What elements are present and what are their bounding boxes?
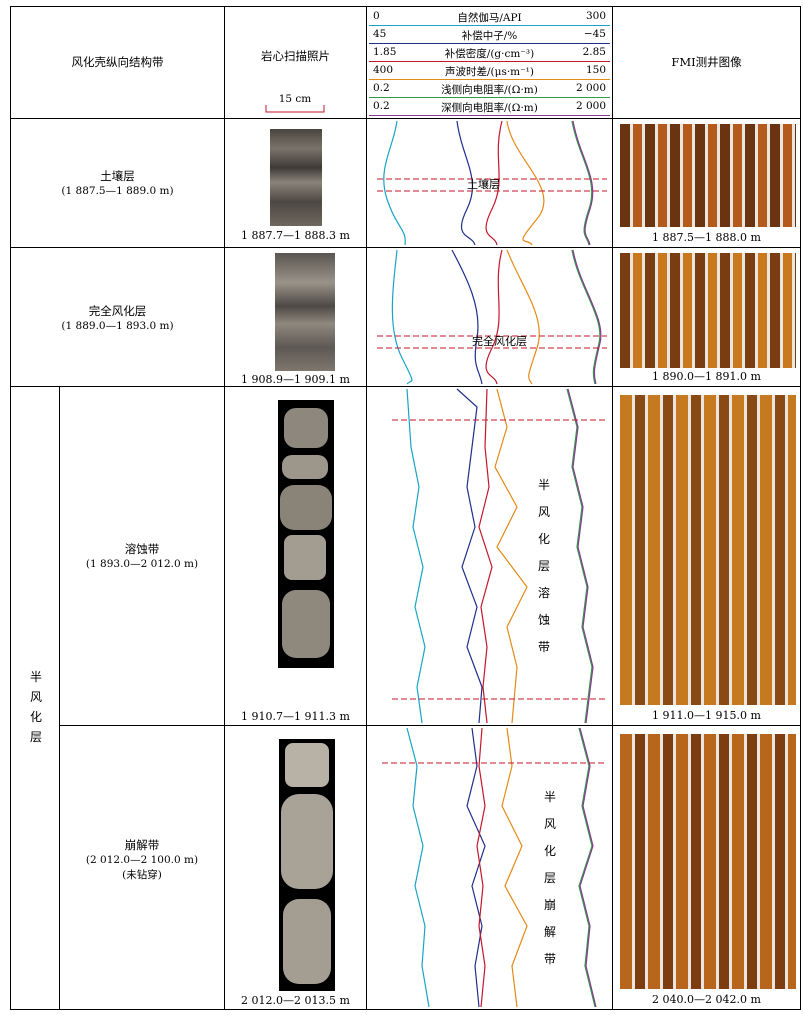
legend-max: 2 000 [575, 100, 606, 112]
legend-max: 150 [585, 64, 606, 76]
log-curves-cell: 土壤层 [366, 118, 613, 248]
legend-row: 0 自然伽马/API 300 [367, 10, 612, 26]
header-fmi: FMI测井图像 [612, 6, 801, 119]
zone-range: (1 893.0—2 012.0 m) [85, 558, 199, 570]
log-zone-label: 土壤层 [467, 178, 500, 191]
legend-min: 0.2 [373, 100, 390, 112]
legend-name: 自然伽马/API [457, 12, 522, 24]
fmi-image [620, 124, 796, 227]
legend-name: 深侧向电阻率/(Ω·m) [441, 102, 538, 114]
log-curves [382, 727, 607, 1008]
legend-name: 声波时差/(μs·m⁻¹) [445, 66, 534, 78]
legend-min: 0 [373, 10, 380, 22]
log-zone-label: 完全风化层 [472, 335, 527, 348]
fmi-cell: 1 911.0—1 915.0 m [612, 386, 801, 726]
core-photo-cell: 1 887.7—1 888.3 m [224, 118, 367, 248]
legend-row: 0.2 浅侧向电阻率/(Ω·m) 2 000 [367, 82, 612, 98]
log-curves-cell: 完全风化层 [366, 247, 613, 387]
zone-semi-weathered: 半风化层 [10, 386, 60, 1010]
legend-line [369, 97, 610, 98]
zone-soil: 土壤层 (1 887.5—1 889.0 m) [10, 118, 225, 248]
core-photo [275, 253, 335, 371]
fmi-image [620, 253, 796, 368]
semi-zone-label: 半风化层 [29, 670, 42, 744]
core-depth: 1 908.9—1 909.1 m [241, 373, 350, 386]
log-curves [377, 249, 607, 385]
fmi-image [620, 395, 796, 705]
zone-name: 土壤层 [100, 169, 135, 183]
header-structure-zone-label: 风化壳纵向结构带 [71, 55, 164, 69]
legend-row: 45 补偿中子/% −45 [367, 28, 612, 44]
legend-min: 400 [373, 64, 394, 76]
zone-note: (未钻穿) [122, 869, 162, 881]
log-curves [377, 120, 607, 246]
header-fmi-label: FMI测井图像 [671, 55, 742, 69]
core-depth: 2 012.0—2 013.5 m [241, 994, 350, 1007]
log-zone-label: 半风化层崩解带 [543, 790, 556, 966]
legend-name: 浅侧向电阻率/(Ω·m) [441, 84, 538, 96]
scale-bar-label: 15 cm [278, 93, 312, 105]
legend-min: 45 [373, 28, 387, 40]
core-depth: 1 910.7—1 911.3 m [241, 710, 350, 723]
log-curves-cell: 半风化层溶蚀带 [366, 386, 613, 726]
fmi-cell: 2 040.0—2 042.0 m [612, 725, 801, 1010]
fmi-depth: 1 887.5—1 888.0 m [652, 231, 761, 244]
legend-row: 1.85 补偿密度/(g·cm⁻³) 2.85 [367, 46, 612, 62]
legend-row: 0.2 深侧向电阻率/(Ω·m) 2 000 [367, 100, 612, 116]
header-core-photo-label: 岩心扫描照片 [261, 49, 330, 63]
fmi-image [620, 734, 796, 989]
legend-min: 0.2 [373, 82, 390, 94]
zone-name: 溶蚀带 [124, 542, 160, 556]
legend-max: 2.85 [582, 46, 606, 58]
core-log-table: 风化壳纵向结构带 岩心扫描照片 15 cm 0 自然伽马/API 300 45 补偿中子… [10, 6, 801, 1010]
zone-name: 崩解带 [124, 838, 160, 852]
legend-line [369, 43, 610, 44]
legend-line [369, 79, 610, 80]
log-curves-cell: 半风化层崩解带 [366, 725, 613, 1010]
log-curves [392, 388, 607, 724]
core-photo-cell: 1 908.9—1 909.1 m [224, 247, 367, 387]
log-zone-label: 半风化层溶蚀带 [537, 478, 550, 654]
zone-range: (1 889.0—1 893.0 m) [61, 320, 174, 332]
header-log-legend: 0 自然伽马/API 300 45 补偿中子/% −45 1.85 补偿密度/(g·cm⁻³)… [366, 6, 613, 119]
legend-name: 补偿中子/% [461, 30, 518, 42]
legend-max: −45 [583, 28, 606, 40]
fmi-cell: 1 887.5—1 888.0 m [612, 118, 801, 248]
scale-bar [265, 105, 325, 113]
fmi-depth: 1 911.0—1 915.0 m [652, 709, 761, 722]
zone-dissolution: 溶蚀带 (1 893.0—2 012.0 m) [59, 386, 225, 726]
header-core-photo: 岩心扫描照片 15 cm [224, 6, 367, 119]
legend-line [369, 115, 610, 116]
fmi-depth: 1 890.0—1 891.0 m [652, 370, 761, 383]
core-photo [279, 739, 335, 991]
legend-line [369, 25, 610, 26]
zone-range: (1 887.5—1 889.0 m) [61, 185, 174, 197]
core-photo [278, 400, 334, 668]
fmi-cell: 1 890.0—1 891.0 m [612, 247, 801, 387]
legend-min: 1.85 [373, 46, 397, 58]
zone-disintegration: 崩解带 (2 012.0—2 100.0 m) (未钻穿) [59, 725, 225, 1010]
legend-row: 400 声波时差/(μs·m⁻¹) 150 [367, 64, 612, 80]
zone-name: 完全风化层 [88, 304, 147, 318]
legend-name: 补偿密度/(g·cm⁻³) [444, 48, 535, 60]
fmi-depth: 2 040.0—2 042.0 m [652, 993, 761, 1006]
core-photo-cell: 2 012.0—2 013.5 m [224, 725, 367, 1010]
zone-fully-weathered: 完全风化层 (1 889.0—1 893.0 m) [10, 247, 225, 387]
core-photo [270, 129, 322, 226]
core-photo-cell: 1 910.7—1 911.3 m [224, 386, 367, 726]
legend-max: 2 000 [575, 82, 606, 94]
legend-line [369, 61, 610, 62]
legend-max: 300 [585, 10, 606, 22]
core-depth: 1 887.7—1 888.3 m [241, 229, 350, 242]
header-structure-zone: 风化壳纵向结构带 [10, 6, 225, 119]
zone-range: (2 012.0—2 100.0 m) [85, 854, 199, 866]
